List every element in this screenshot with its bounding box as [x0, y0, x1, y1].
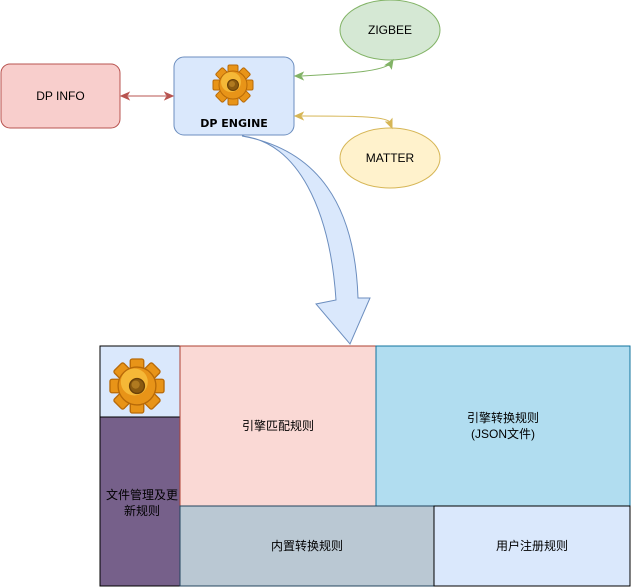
- engine-zigbee-connector: [293, 58, 394, 81]
- dp-info-label: DP INFO: [36, 89, 84, 103]
- matter-label: MATTER: [366, 151, 415, 165]
- convert-rules-label-line2: (JSON文件): [471, 426, 535, 441]
- convert-rules-label-line1: 引擎转换规则: [467, 410, 539, 425]
- user-rules-label: 用户注册规则: [496, 538, 568, 553]
- dp-info-node: DP INFO: [0, 63, 121, 129]
- matter-ellipse: [339, 127, 441, 189]
- gear-icon: [212, 64, 254, 106]
- gear-icon: [109, 358, 165, 414]
- match-rules-label: 引擎匹配规则: [242, 418, 314, 433]
- matter-node: MATTER: [339, 127, 441, 189]
- builtin-rules-label: 内置转换规则: [271, 538, 343, 553]
- dp-engine-label: DP ENGINE: [200, 117, 268, 130]
- convert-rules-cell: [375, 345, 631, 507]
- engine-module-layout: 文件管理及更 新规则 引擎匹配规则 引擎转换规则 (JSON文件) 内置转换规则…: [99, 345, 631, 587]
- info-engine-connector: [119, 91, 175, 101]
- engine-matter-connector: [293, 111, 393, 130]
- zigbee-label: ZIGBEE: [368, 23, 412, 37]
- match-rules-cell: [179, 345, 377, 507]
- zigbee-node: ZIGBEE: [339, 0, 441, 61]
- user-rules-cell: [433, 505, 631, 587]
- dp-engine-node: DP ENGINE: [173, 56, 295, 136]
- zigbee-ellipse: [339, 0, 441, 61]
- file-management-label-line2: 新规则: [124, 503, 160, 518]
- file-management-label-line1: 文件管理及更: [106, 487, 178, 502]
- flow-arrow: [241, 135, 371, 345]
